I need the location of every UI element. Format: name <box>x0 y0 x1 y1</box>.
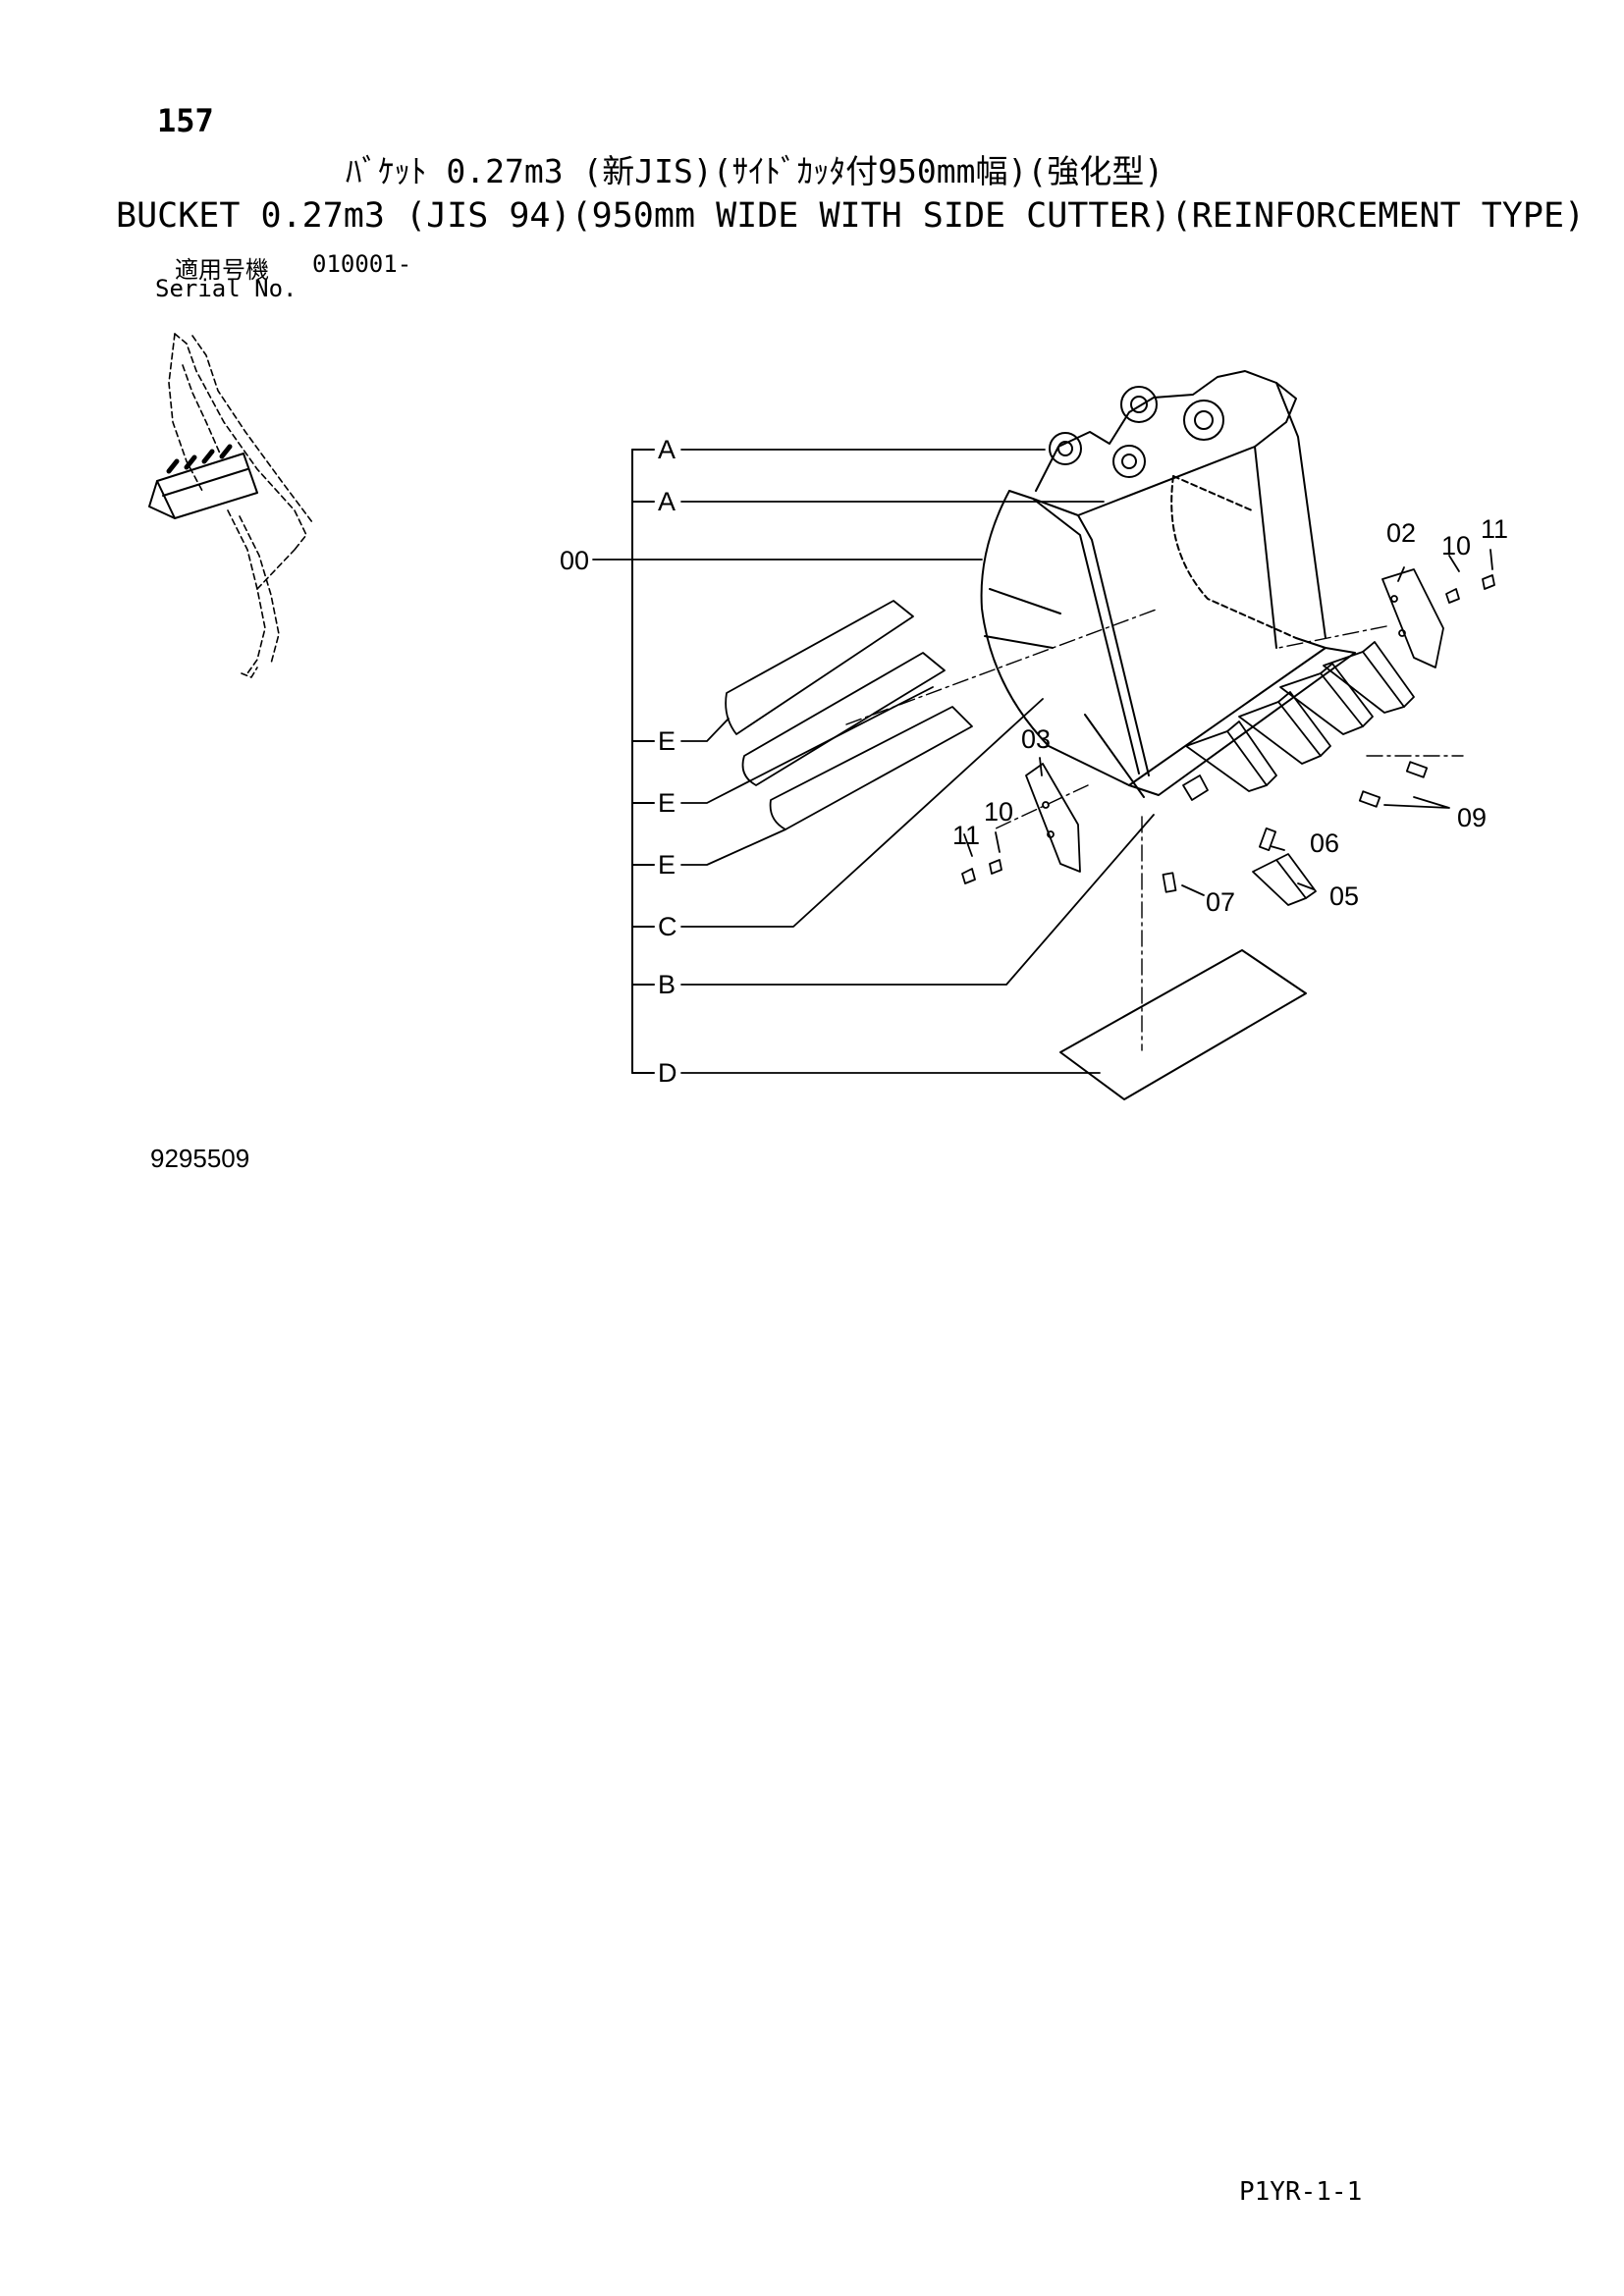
serial-label-japanese: 適用号機 <box>175 256 269 284</box>
page-number: 157 <box>157 102 214 139</box>
title-japanese: ﾊﾞｹｯﾄ 0.27m3 (新JIS)(ｻｲﾄﾞｶｯﾀ付950mm幅)(強化型) <box>346 152 1164 190</box>
label-bracket <box>631 449 655 1074</box>
floor-plate <box>1059 949 1307 1100</box>
callout-11-right: 11 <box>1481 514 1508 544</box>
callout-03: 03 <box>1021 724 1051 754</box>
callout-b: B <box>658 970 676 999</box>
loose-tooth-05 <box>1162 761 1429 906</box>
serial-label-english: Serial No. <box>155 275 298 302</box>
centre-lines <box>845 608 1464 1051</box>
callout-07: 07 <box>1206 887 1235 917</box>
thumbnail-bucket-icon <box>148 444 258 519</box>
wear-plates <box>725 600 973 830</box>
callout-11-left: 11 <box>952 821 980 850</box>
drawing-number: 9295509 <box>150 1144 250 1173</box>
callout-e2: E <box>658 788 676 818</box>
bucket-body <box>980 370 1356 798</box>
serial-value: 010001- <box>312 250 412 278</box>
callout-e1: E <box>658 726 676 756</box>
side-cutter-left <box>961 763 1081 884</box>
title-english: BUCKET 0.27m3 (JIS 94)(950mm WIDE WITH S… <box>116 196 1586 236</box>
callout-02: 02 <box>1386 518 1416 548</box>
excavator-thumbnail-icon <box>168 333 313 678</box>
callout-09: 09 <box>1457 803 1487 832</box>
callout-10-right: 10 <box>1441 531 1471 561</box>
callout-c: C <box>658 912 677 941</box>
callout-a1: A <box>658 435 676 464</box>
bucket-teeth <box>1182 641 1415 801</box>
leader-lines <box>592 449 1493 1074</box>
callout-05: 05 <box>1329 881 1359 911</box>
side-cutter-right <box>1381 568 1495 668</box>
callout-10-left: 10 <box>984 797 1013 827</box>
callout-00: 00 <box>560 546 589 575</box>
callout-a2: A <box>658 487 676 516</box>
page-code: P1YR-1-1 <box>1239 2177 1363 2207</box>
callout-e3: E <box>658 850 676 880</box>
callout-06: 06 <box>1310 828 1339 858</box>
callout-d: D <box>658 1058 677 1088</box>
